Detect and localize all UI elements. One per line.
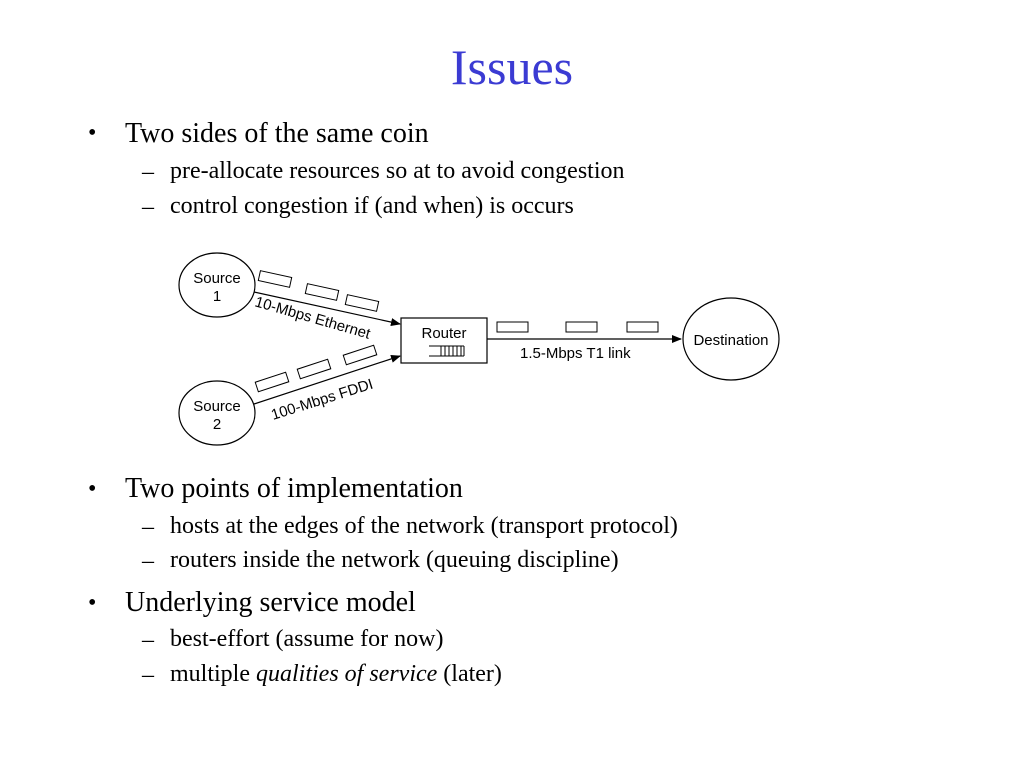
fddi-link [253,355,401,405]
slide-title: Issues [450,39,574,95]
sub-emphasis: qualities of service [256,661,438,687]
packet [296,358,332,380]
packets-t1 [496,321,659,333]
bullet-1-text: Two sides of the same coin [125,118,429,149]
dash-marker: – [142,194,154,220]
queue-icon [429,345,465,357]
source-2-number: 2 [213,416,221,433]
destination-node: Destination [682,297,780,381]
packets-ethernet [257,270,380,312]
packet [342,344,378,366]
t1-link-label: 1.5-Mbps T1 link [520,345,631,362]
bullet-2-sub-1: hosts at the edges of the network (trans… [170,513,678,539]
packet [626,321,659,333]
packet [257,270,293,288]
router-label: Router [421,325,466,342]
destination-label: Destination [693,332,768,349]
source-1-label: Source [193,270,241,287]
dash-marker: – [142,514,154,540]
source-2-node: Source 2 [178,380,256,446]
sub-suffix: (later) [437,661,502,687]
dash-marker: – [142,548,154,574]
source-2-label: Source [193,398,241,415]
bullet-1-sub-2: control congestion if (and when) is occu… [170,193,574,219]
bullet-2-text: Two points of implementation [125,473,463,504]
dash-marker: – [142,627,154,653]
packet [496,321,529,333]
bullet-2-sub-2: routers inside the network (queuing disc… [170,547,619,573]
packet [565,321,598,333]
bullet-marker: • [88,120,97,146]
dash-marker: – [142,662,154,688]
packet [254,371,290,393]
packet [304,283,340,301]
bullet-1-sub-1: pre-allocate resources so at to avoid co… [170,158,625,184]
bullet-3-sub-1: best-effort (assume for now) [170,626,444,652]
dash-marker: – [142,159,154,185]
source-1-number: 1 [213,288,221,305]
packet [344,294,380,312]
bullet-3-text: Underlying service model [125,587,416,618]
bullet-marker: • [88,476,97,502]
router-node: Router [400,317,488,364]
packets-fddi [254,344,378,393]
ethernet-link [253,291,401,326]
sub-prefix: multiple [170,661,256,687]
bullet-marker: • [88,590,97,616]
source-1-node: Source 1 [178,252,256,318]
bullet-3-sub-2: multiple qualities of service (later) [170,662,502,686]
